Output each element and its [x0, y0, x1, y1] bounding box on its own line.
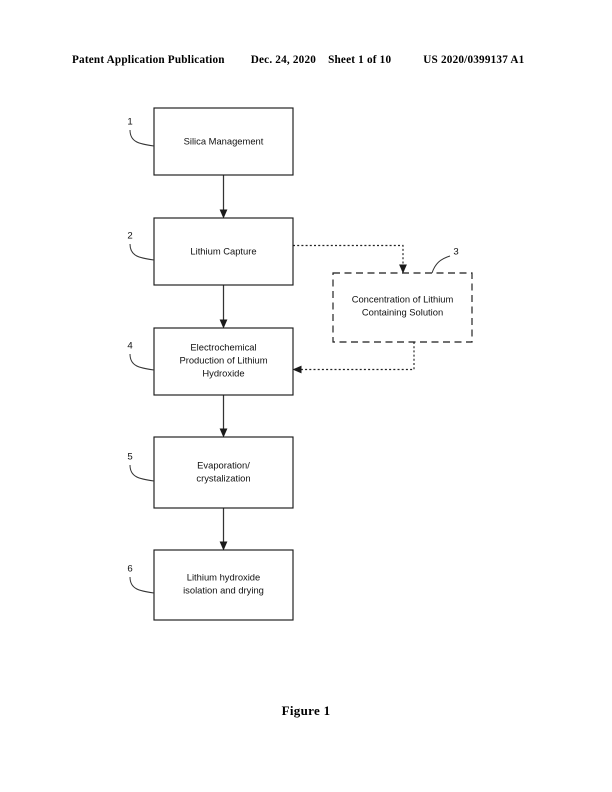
flow-node-3-label-line-2: Containing Solution	[362, 306, 443, 317]
header-publication-label: Patent Application Publication	[72, 54, 225, 66]
flow-node-4-label-line-2: Production of Lithium	[179, 354, 267, 365]
connector-3-to-4	[292, 342, 415, 374]
connector-1-to-2	[219, 175, 228, 219]
page-header: Patent Application Publication Dec. 24, …	[72, 54, 540, 66]
flow-node-4-leader-line	[129, 353, 155, 371]
flow-node-4-reference-numeral: 4	[127, 341, 133, 352]
flow-node-5-label-line-2: crystalization	[196, 472, 250, 483]
flow-node-1-leader-line	[129, 129, 155, 147]
figure-caption: Figure 1	[281, 703, 331, 718]
flow-node-2-reference-numeral: 2	[127, 231, 132, 242]
flow-node-4-label-line-3: Hydroxide	[202, 367, 244, 378]
flow-node-6-label-line-1: Lithium hydroxide	[187, 571, 260, 582]
header-sheet-label: Sheet 1 of 10	[328, 54, 392, 66]
connector-4-to-5	[219, 395, 228, 438]
flow-node-3[interactable]: Concentration of Lithium Containing Solu…	[332, 247, 473, 343]
connector-2-to-3	[293, 244, 407, 274]
flow-node-5-label-line-1: Evaporation/	[197, 459, 250, 470]
flow-node-6-reference-numeral: 6	[127, 564, 132, 575]
flow-node-6[interactable]: Lithium hydroxide isolation and drying 6	[127, 549, 294, 621]
flow-node-1-label-line-1: Silica Management	[184, 135, 264, 146]
flow-node-3-reference-numeral: 3	[453, 247, 458, 258]
flow-node-5[interactable]: Evaporation/ crystalization 5	[127, 436, 294, 509]
flow-node-5-leader-line	[129, 464, 155, 482]
header-date-label: Dec. 24, 2020	[250, 54, 317, 66]
connector-5-to-6	[219, 508, 228, 551]
flow-node-2-box	[153, 217, 294, 286]
flow-node-3-box	[332, 272, 473, 343]
flow-node-1-box	[153, 107, 294, 176]
header-patent-number: US 2020/0399137 A1	[423, 54, 525, 66]
flow-node-5-box	[153, 436, 294, 509]
flow-node-2-label-line-1: Lithium Capture	[190, 245, 256, 256]
flow-node-4-box	[153, 327, 294, 396]
flow-node-5-reference-numeral: 5	[127, 452, 132, 463]
flow-node-1[interactable]: Silica Management 1	[127, 107, 294, 176]
flow-node-1-reference-numeral: 1	[127, 117, 132, 128]
connector-2-to-4	[219, 285, 228, 329]
flow-node-4-label-line-1: Electrochemical	[190, 341, 256, 352]
flow-node-4[interactable]: Electrochemical Production of Lithium Hy…	[127, 327, 294, 396]
flow-node-2[interactable]: Lithium Capture 2	[127, 217, 294, 286]
flow-node-6-leader-line	[129, 576, 155, 594]
flow-node-3-label-line-1: Concentration of Lithium	[352, 293, 454, 304]
flow-node-2-leader-line	[129, 243, 155, 261]
flow-node-3-leader-line	[431, 255, 451, 274]
flow-node-6-label-line-2: isolation and drying	[183, 584, 264, 595]
flow-node-6-box	[153, 549, 294, 621]
